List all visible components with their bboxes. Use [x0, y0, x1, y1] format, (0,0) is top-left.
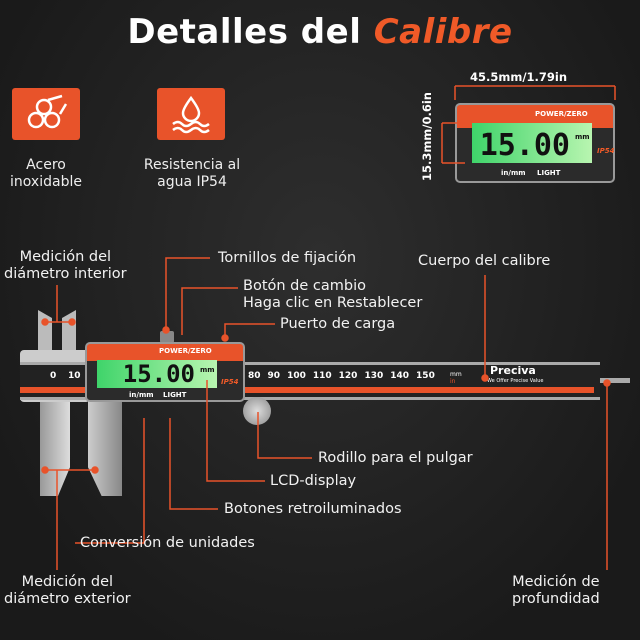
callout-screws: Tornillos de fijación	[218, 250, 357, 266]
page-title: Detalles del Calibre	[127, 12, 513, 52]
water-drop-icon	[157, 88, 225, 140]
brand-logo: Preciva	[490, 364, 536, 377]
locking-screw	[160, 331, 174, 343]
inmm-button[interactable]: in/mm	[129, 391, 154, 399]
width-dimension: 45.5mm/1.79in	[470, 70, 568, 84]
lcd-display: POWER/ZERO 15.00 mm IP54 in/mm LIGHT	[85, 342, 245, 402]
inner-jaw	[38, 310, 52, 350]
depth-rod	[600, 378, 630, 383]
callout-roller: Rodillo para el pulgar	[318, 450, 473, 466]
light-button[interactable]: LIGHT	[163, 391, 187, 399]
callout-body: Cuerpo del calibre	[418, 253, 551, 269]
steel-bars-icon	[12, 88, 80, 140]
thumb-roller[interactable]	[243, 397, 271, 425]
callout-lcd: LCD-display	[270, 473, 357, 489]
callout-port: Puerto de carga	[280, 316, 396, 332]
callout-conversion: Conversión de unidades	[80, 535, 255, 551]
lcd-reading: 15.00	[472, 123, 592, 163]
display-detail: POWER/ZERO 15.00 mm IP54 in/mm LIGHT	[455, 103, 615, 183]
callout-backlight: Botones retroiluminados	[224, 501, 402, 517]
